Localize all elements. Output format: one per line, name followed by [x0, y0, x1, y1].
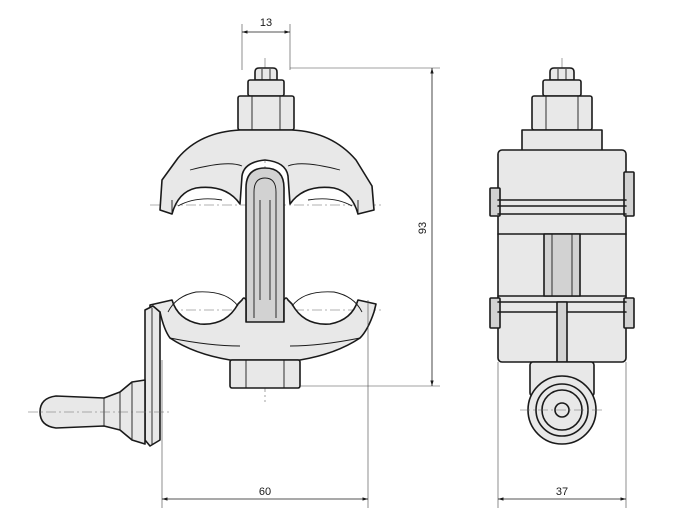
- front-upper-housing: [159, 129, 375, 215]
- dimension-width: 60: [161, 300, 369, 508]
- dimension-height: 93: [290, 67, 440, 387]
- front-center-stud: [245, 167, 285, 331]
- side-body: [489, 149, 635, 363]
- dimension-label-nut-width: 13: [260, 17, 272, 29]
- front-bottom-nut: [229, 359, 301, 389]
- dimension-label-width: 60: [259, 486, 271, 498]
- front-lower-housing: [149, 291, 377, 361]
- side-top-nut: [521, 67, 603, 153]
- front-view: [28, 58, 382, 447]
- side-view: [489, 58, 635, 445]
- front-top-nut: [237, 67, 295, 131]
- front-cable-cap: [28, 305, 170, 447]
- dimension-label-height: 93: [417, 222, 429, 234]
- dimension-nut-width: 13: [241, 17, 291, 70]
- dimension-label-depth: 37: [556, 486, 568, 498]
- dimension-depth: 37: [497, 362, 627, 508]
- side-bottom-cap: [520, 361, 604, 445]
